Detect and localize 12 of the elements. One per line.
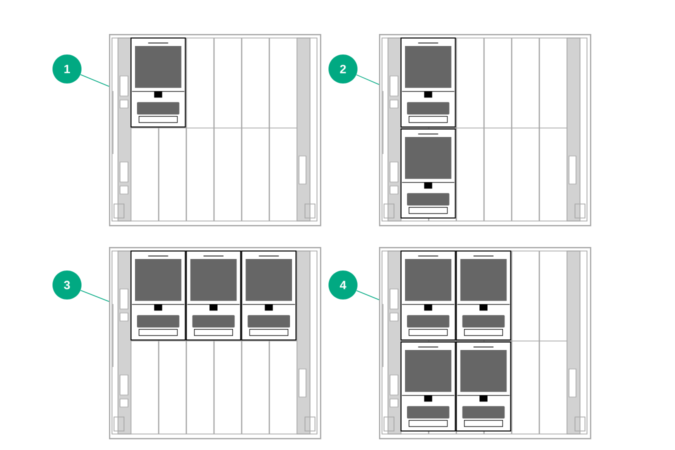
callout-number: 2 [328,54,358,84]
callout-number: 1 [52,54,82,84]
callout-number: 3 [52,270,82,300]
leader-line [356,290,380,300]
leader-line [356,74,380,85]
enclosure-drawing [109,34,322,226]
enclosure-drawing [379,247,592,440]
leader-line [80,290,110,302]
enclosure-drawing [109,247,322,440]
leader-line [80,74,110,87]
enclosure-drawing [379,34,592,226]
callout-number: 4 [328,270,358,300]
